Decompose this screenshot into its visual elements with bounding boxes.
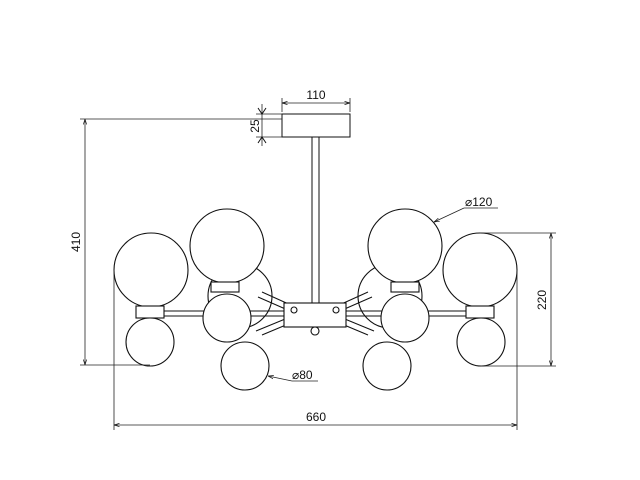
hub-screw-1 [290,306,298,314]
leader-small-globe [268,376,293,382]
socket-2 [210,281,240,293]
dim-canopy-height-label: 25 [248,119,262,133]
globe-small-1 [125,317,175,367]
dim-globe-large-label: ⌀120 [465,195,493,209]
hub-knob [310,326,320,336]
canopy [281,113,351,138]
hub-screw-2 [332,306,340,314]
leader-large-globe [434,207,465,222]
dim-globe-small-label: ⌀80 [292,368,313,382]
globe-large-1 [113,232,189,308]
socket-4 [465,305,495,319]
globe-small-6 [456,317,506,367]
globe-small-4 [362,341,412,391]
dim-globes-height-label: 220 [535,290,549,310]
globe-large-4 [442,232,518,308]
socket-1 [135,305,165,319]
globe-large-3 [367,208,443,284]
globe-small-5 [380,293,430,343]
dim-total-width-label: 660 [306,410,326,424]
globe-large-2 [189,208,265,284]
dim-total-height-label: 410 [69,232,83,252]
globe-small-2 [202,293,252,343]
dim-canopy-width-label: 110 [306,88,325,102]
globe-small-3 [220,341,270,391]
socket-3 [390,281,420,293]
